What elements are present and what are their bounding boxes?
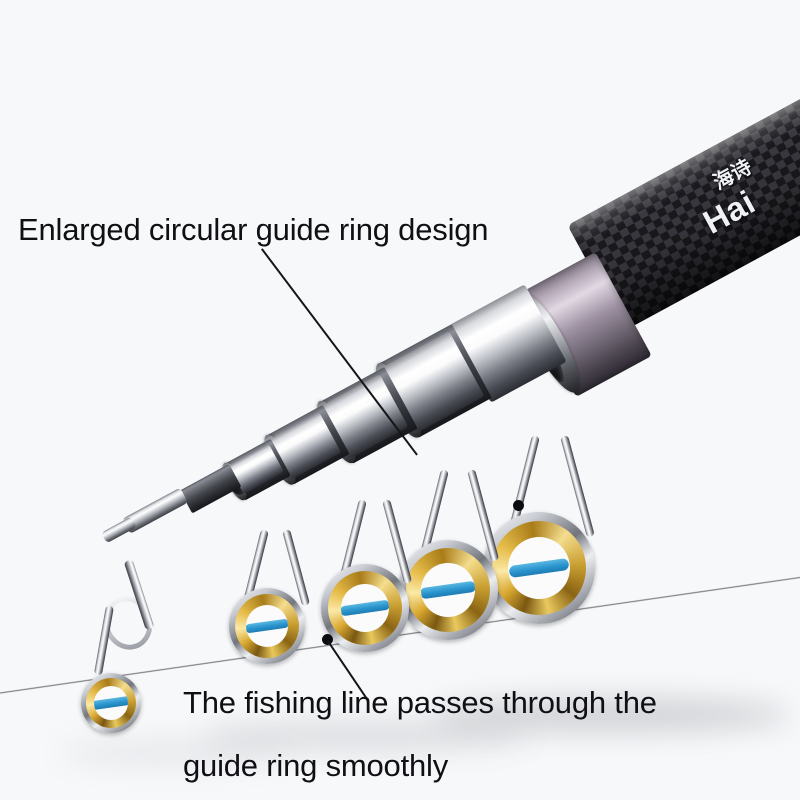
fishing-line-through-ring — [245, 618, 288, 634]
rod-tip-top-taper — [101, 516, 137, 544]
caption-fishing-line-line2: guide ring smoothly — [183, 748, 449, 783]
guide-ring-body — [397, 540, 498, 640]
ring-aperture — [93, 686, 128, 720]
leader-dot-bottom — [322, 634, 333, 645]
guide-ring-2 — [228, 528, 311, 664]
guide-ring-5 — [482, 434, 595, 624]
guide-ring-body — [482, 512, 595, 624]
guide-ring-4 — [397, 468, 500, 640]
ring-aperture — [340, 584, 389, 632]
guide-ring-body — [320, 564, 409, 652]
fishing-line-through-ring — [340, 599, 389, 617]
fishing-line-through-ring — [507, 557, 570, 579]
tip-top-guide — [80, 605, 141, 733]
ring-aperture — [507, 537, 570, 599]
ring-aperture — [245, 605, 288, 647]
rod-shadow-center — [200, 722, 530, 750]
guide-ring-3 — [320, 498, 413, 652]
guide-ring-body — [80, 673, 141, 733]
leader-dot-top — [513, 500, 524, 511]
rod-tip-dark-band — [179, 463, 242, 514]
caption-fishing-line-line1: The fishing line passes through the — [183, 685, 657, 720]
fishing-line-through-ring — [93, 695, 128, 711]
ring-aperture — [420, 563, 475, 617]
fishing-line-through-ring — [420, 580, 475, 600]
guide-ring-body — [228, 588, 305, 664]
caption-enlarged-guide-ring: Enlarged circular guide ring design — [18, 212, 489, 247]
